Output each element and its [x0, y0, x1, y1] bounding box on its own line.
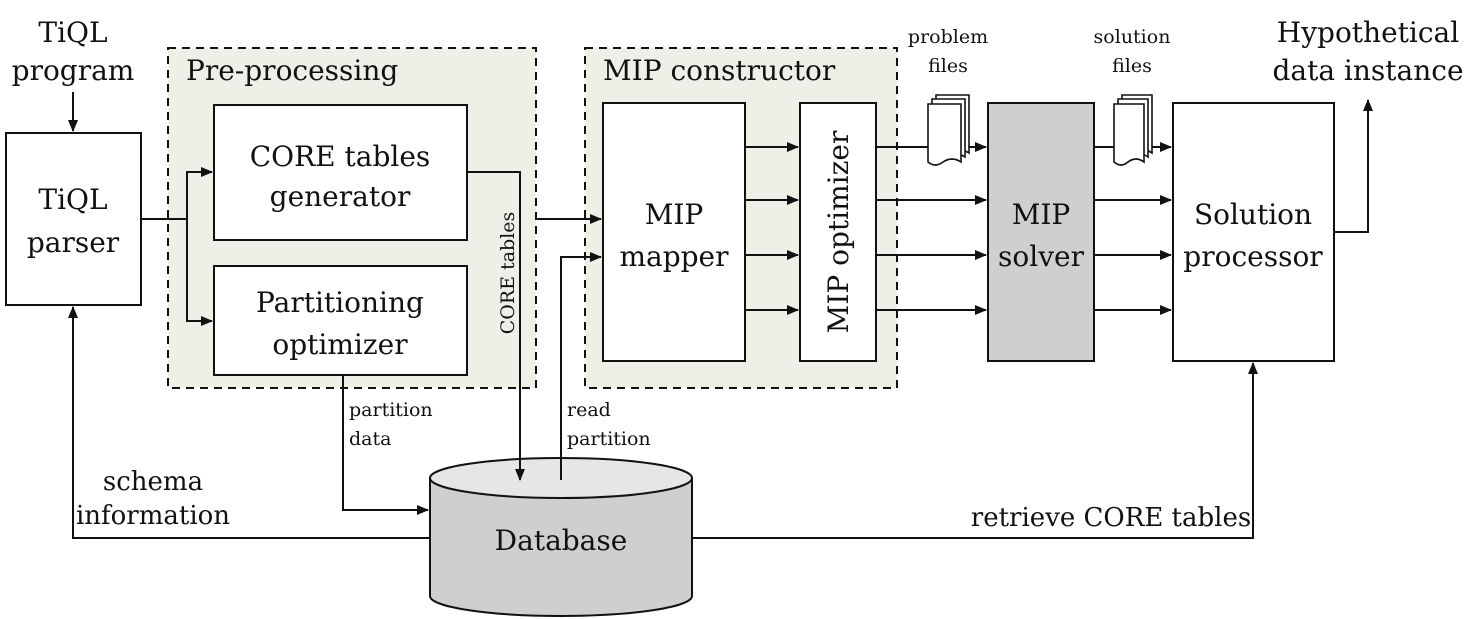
read-partition-label-line2: partition [567, 428, 651, 450]
edge-core-generator-to-database [467, 171, 525, 481]
schema-information-label-line2: information [76, 501, 230, 531]
tiql-parser-label-line1: TiQL [38, 183, 107, 216]
edge-parser-to-core-generator [141, 167, 213, 220]
solution-processor-label-line1: Solution [1194, 198, 1312, 231]
edge-database-to-mapper [560, 252, 602, 480]
partition-data-label-line1: partition [349, 399, 433, 421]
partitioning-optimizer-label-line2: optimizer [272, 328, 408, 361]
edge-parser-to-partitioning [186, 219, 213, 326]
edge-database-to-parser [68, 306, 430, 539]
solution-processor-label-line2: processor [1183, 240, 1323, 273]
mip-constructor-group-label: MIP constructor [603, 54, 836, 87]
partitioning-optimizer-box [213, 265, 468, 376]
edge-database-to-solution-processor [692, 362, 1258, 539]
core-tables-edge-label: CORE tables [497, 212, 519, 335]
mip-solver-box [987, 102, 1095, 362]
hypothetical-label-line2: data instance [1272, 54, 1463, 87]
solution-files-label-line1: solution [1094, 26, 1171, 48]
tiql-program-label-line1: TiQL [38, 16, 107, 49]
partitioning-optimizer-label-line1: Partitioning [256, 286, 424, 319]
database-label: Database [495, 524, 628, 557]
tiql-parser-box [5, 132, 142, 306]
core-tables-generator-label-line2: generator [270, 180, 411, 213]
schema-information-label-line1: schema [103, 467, 203, 497]
hypothetical-label-line1: Hypothetical [1277, 16, 1459, 49]
problem-files-icon [927, 94, 970, 166]
edge-partitioning-to-database [342, 375, 429, 515]
read-partition-label-line1: read [567, 399, 611, 421]
mip-mapper-box [602, 102, 746, 362]
mip-solver-label-line2: solver [998, 240, 1085, 273]
tiql-parser-label-line2: parser [27, 226, 120, 259]
problem-files-label-line1: problem [908, 26, 988, 48]
core-tables-generator-label-line1: CORE tables [250, 140, 431, 173]
mip-mapper-label-line2: mapper [619, 240, 729, 273]
solution-files-label-line2: files [1112, 55, 1152, 77]
edge-processor-to-output [1334, 99, 1373, 233]
mip-mapper-label-line1: MIP [645, 198, 704, 231]
solution-files-icon [1113, 94, 1153, 166]
partition-data-label-line2: data [349, 428, 391, 450]
mip-optimizer-box [799, 102, 877, 362]
retrieve-core-tables-label: retrieve CORE tables [971, 503, 1251, 533]
mip-optimizer-label: MIP optimizer [822, 130, 855, 333]
mip-solver-label-line1: MIP [1012, 198, 1071, 231]
core-tables-generator-box [213, 104, 468, 241]
preprocessing-group-label: Pre-processing [186, 54, 398, 87]
problem-files-label-line2: files [928, 55, 968, 77]
solution-processor-box [1172, 102, 1335, 362]
tiql-program-label-line2: program [12, 54, 135, 87]
